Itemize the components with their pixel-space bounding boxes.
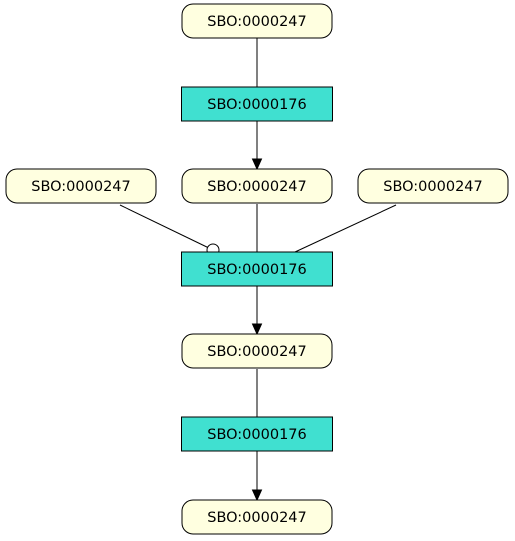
node-label: SBO:0000247 [207,179,307,195]
species-box [181,3,333,39]
edges-layer [119,38,397,502]
reaction-box [181,416,333,452]
node-label: SBO:0000247 [207,14,307,30]
species-node-s2[interactable]: SBO:0000247 [5,168,157,204]
species-node-s4[interactable]: SBO:0000247 [357,168,509,204]
species-node-s1[interactable]: SBO:0000247 [181,3,333,39]
edge-line [119,204,208,248]
node-label: SBO:0000176 [207,427,307,443]
node-label: SBO:0000176 [207,262,307,278]
edge-s2-r2 [119,204,220,257]
edge-r3-s6 [251,451,263,502]
species-node-s3[interactable]: SBO:0000247 [181,168,333,204]
edge-s4-r2 [294,204,397,253]
edge-line [294,204,397,253]
species-box [5,168,157,204]
node-label: SBO:0000247 [383,179,483,195]
species-node-s5[interactable]: SBO:0000247 [181,333,333,369]
species-box [357,168,509,204]
species-box [181,499,333,535]
arrowhead-icon [251,489,263,502]
reaction-node-r3[interactable]: SBO:0000176 [181,416,333,452]
node-label: SBO:0000176 [207,97,307,113]
node-label: SBO:0000247 [207,510,307,526]
arrowhead-icon [251,323,263,336]
node-label: SBO:0000247 [207,344,307,360]
species-box [181,168,333,204]
reaction-box [181,251,333,287]
species-node-s6[interactable]: SBO:0000247 [181,499,333,535]
species-box [181,333,333,369]
node-label: SBO:0000247 [31,179,131,195]
reaction-box [181,86,333,122]
edge-r1-s3 [251,121,263,171]
reaction-node-r1[interactable]: SBO:0000176 [181,86,333,122]
arrowhead-icon [251,158,263,171]
edge-r2-s5 [251,286,263,336]
reaction-node-r2[interactable]: SBO:0000176 [181,251,333,287]
